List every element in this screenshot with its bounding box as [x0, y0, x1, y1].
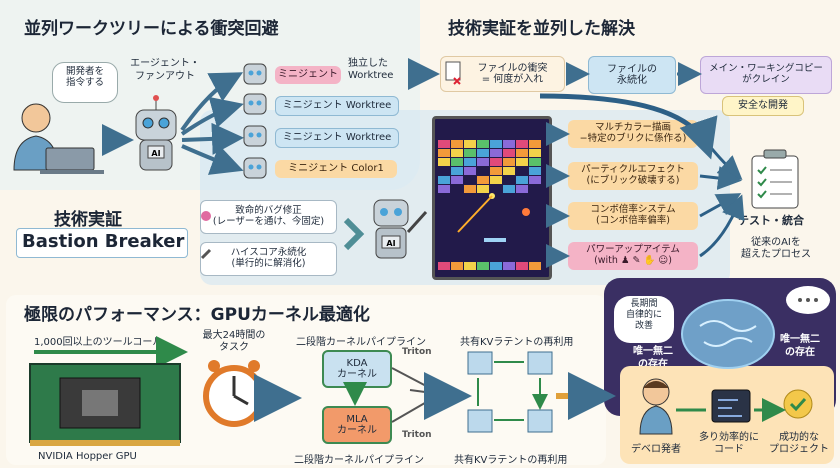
gpu-title: 極限のパフォーマンス：GPUカーネル最適化 — [24, 305, 370, 325]
game-screen — [432, 116, 552, 280]
section1-title: 並列ワークツリーによる衝突回避 — [24, 19, 279, 39]
bastion-title-1: 技術実証 — [54, 210, 122, 230]
agent-pill-1: ミニジェント — [275, 66, 341, 84]
agent-pill-2: ミニジェント Worktree — [275, 96, 399, 116]
pipeline-label: 二段階カーネルパイプライン — [296, 337, 426, 348]
feature-1: マルチカラー描画 −特定のブリクに係作る) — [568, 120, 698, 148]
triton-label-2: Triton — [402, 430, 432, 440]
bug-fix-box: 致命的バグ修正 (レーザーを通け、今固定) — [200, 200, 337, 234]
testing-title: テスト・統合 — [738, 214, 804, 227]
brain-left-label: 唯一無二 の存在 — [633, 346, 673, 370]
speech-bubble: 開発者を 指令する — [52, 62, 118, 103]
highscore-box: ハイスコア永続化 (単行的に解消化) — [200, 242, 337, 276]
section2-title: 技術実証を並列した解決 — [448, 19, 635, 39]
testing-sub: 従来のAIを 超えたプロセス — [741, 237, 811, 260]
success-label: 成功的な プロジェクト — [769, 432, 829, 455]
kv-label: 共有KVラテントの再利用 — [460, 337, 574, 348]
safe-dev-badge: 安全な開発 — [722, 96, 804, 116]
bastion-title-2: Bastion Breaker — [22, 231, 185, 252]
feature-4: パワーアップアイテム (with ♟ ✎ ✋ ☺) — [568, 242, 698, 270]
mla-box: MLA カーネル — [322, 406, 392, 444]
brain-bubble: 長期間 自律的に 改善 — [614, 296, 674, 343]
task-label: 最大24時間の タスク — [202, 330, 266, 353]
persist-box: ファイルの 永続化 — [588, 56, 676, 94]
code-label: 多り効率的に コード — [699, 432, 759, 455]
triton-label-1: Triton — [402, 347, 432, 357]
toolcall-label: 1,000回以上のツールコール — [34, 337, 163, 348]
feature-3: コンボ倍率システム (コンボ倍率偏率) — [568, 202, 698, 230]
agent-pill-4: ミニジェント Color1 — [275, 160, 397, 178]
main-copy-box: メイン・ワーキングコピー がクレイン — [700, 56, 832, 94]
bastion-title-2-box — [16, 228, 188, 258]
gpu-label: NVIDIA Hopper GPU — [38, 451, 137, 462]
pipeline-bottom-label: 二段階カーネルパイプライン — [294, 455, 424, 466]
clipboard-icon — [751, 149, 799, 209]
feature-2: パーティクルエフェクト (にブリック破壊する) — [568, 162, 698, 190]
dev-label: デベロ発者 — [631, 444, 681, 455]
fanout-label: エージェント・ ファンアウト — [130, 58, 200, 82]
agent-pill-3: ミニジェント Worktree — [275, 128, 399, 148]
kv-bottom-label: 共有KVラテントの再利用 — [454, 455, 568, 466]
brain-right-label: 唯一無二 の存在 — [780, 334, 820, 358]
agent-label-1: 独立した Worktree — [348, 58, 394, 81]
kda-box: KDA カーネル — [322, 350, 392, 388]
conflict-box: ファイルの衝突 = 何度が入れ — [440, 56, 565, 92]
